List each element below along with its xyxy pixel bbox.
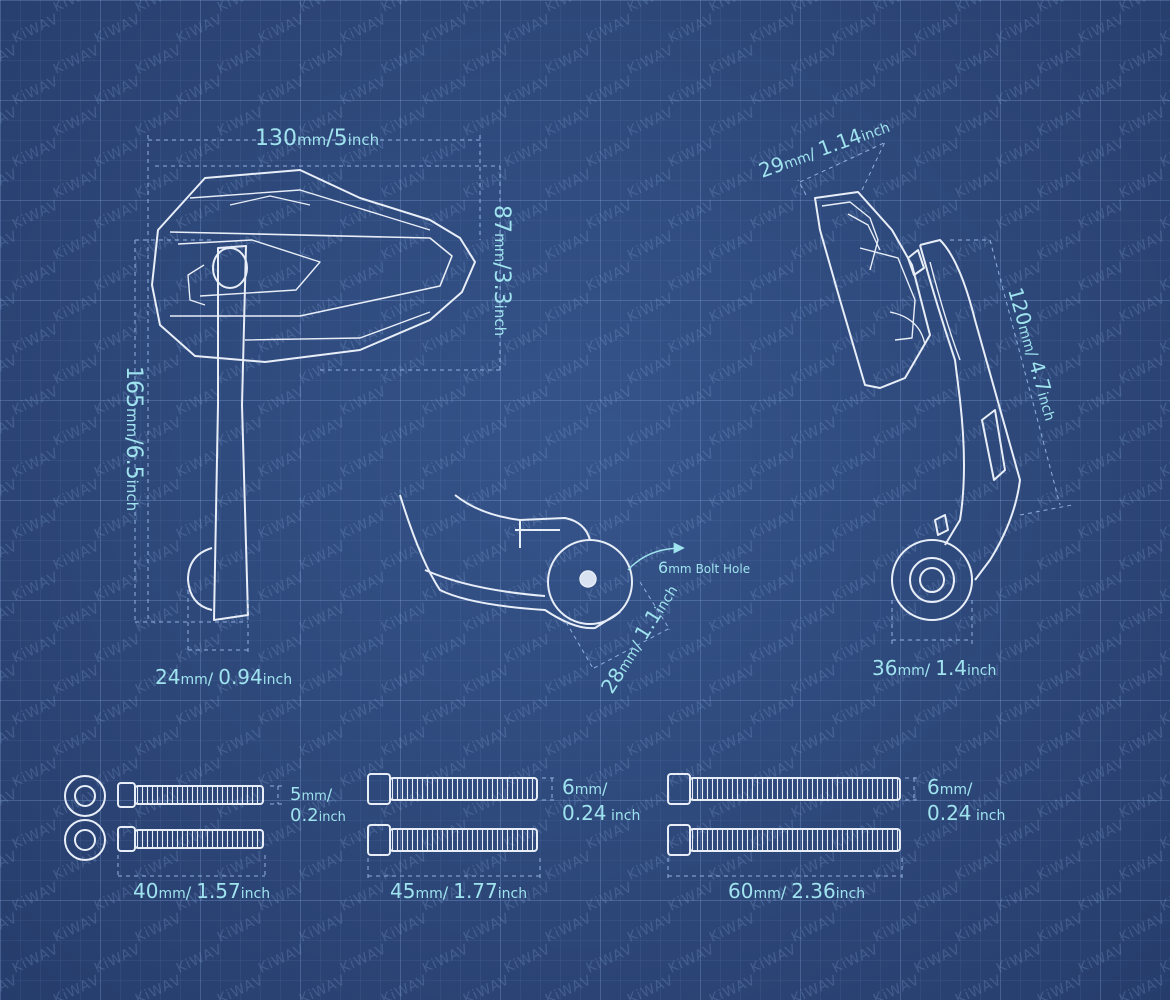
bolt-thread [389, 777, 538, 801]
bolt-2-diameter-inch-label: 0.24 inch [562, 801, 640, 825]
bolt-1-length-label: 40mm/ 1.57inch [133, 879, 270, 903]
washer [64, 775, 106, 817]
clamp-view [399, 494, 685, 671]
side-arm-length-label: 120mm/ 4.7inch [1003, 285, 1064, 423]
bolt-set-2 [367, 773, 556, 878]
side-arm [919, 239, 1021, 581]
bolt-1-diameter-label: 5mm/ [290, 784, 333, 805]
side-view [797, 139, 1073, 645]
front-total-height-label: 165mm/6.5inch [121, 366, 146, 511]
bolt-head [367, 824, 391, 856]
front-head-height-label: 87mm/3.3inch [489, 205, 514, 336]
base-knob [187, 547, 213, 611]
clamp-dimension-lines [565, 581, 671, 671]
bolt-head [117, 782, 136, 808]
bolt-set-3 [667, 773, 918, 878]
bolt-hole [579, 570, 597, 588]
bolt-3-diameter-label: 6mm/ [927, 775, 973, 799]
front-view [134, 135, 501, 652]
bolt-3-diameter-inch-label: 0.24 inch [927, 801, 1005, 825]
bolt-hole-arrow [627, 542, 685, 571]
bolt-thread [689, 828, 901, 852]
bolt-2-length-label: 45mm/ 1.77inch [390, 879, 527, 903]
bolt-head [667, 824, 691, 856]
bolt-thread [134, 785, 264, 805]
bolt-2-diameter-label: 6mm/ [562, 775, 608, 799]
clamp-diameter-label: 28mm/ 1.1inch [596, 579, 682, 697]
side-dimension-lines [797, 139, 1073, 645]
side-clamp-ring [891, 539, 973, 621]
bolt-thread [689, 777, 901, 801]
side-mirror-head [814, 191, 931, 389]
side-clamp-width-label: 36mm/ 1.4inch [872, 656, 996, 680]
washer [64, 819, 106, 861]
clamp-ring [547, 539, 633, 625]
bolt-thread [389, 828, 538, 852]
bolt-3-length-label: 60mm/ 2.36inch [728, 879, 865, 903]
front-dimension-lines [134, 135, 501, 652]
clamp-arm [399, 494, 621, 630]
mirror-head-outline [151, 169, 476, 363]
front-width-label: 130mm/5inch [255, 126, 379, 151]
bolt-head [667, 773, 691, 805]
mirror-stem [213, 245, 249, 621]
bolt-head [367, 773, 391, 805]
bolt-set-1 [64, 775, 282, 878]
side-head-depth-label: 29mm/ 1.14inch [756, 113, 893, 182]
base-width-label: 24mm/ 0.94inch [155, 665, 292, 689]
bolt-1-diameter-inch-label: 0.2inch [290, 805, 346, 826]
bolt-thread [134, 829, 264, 849]
bolt-head [117, 826, 136, 852]
